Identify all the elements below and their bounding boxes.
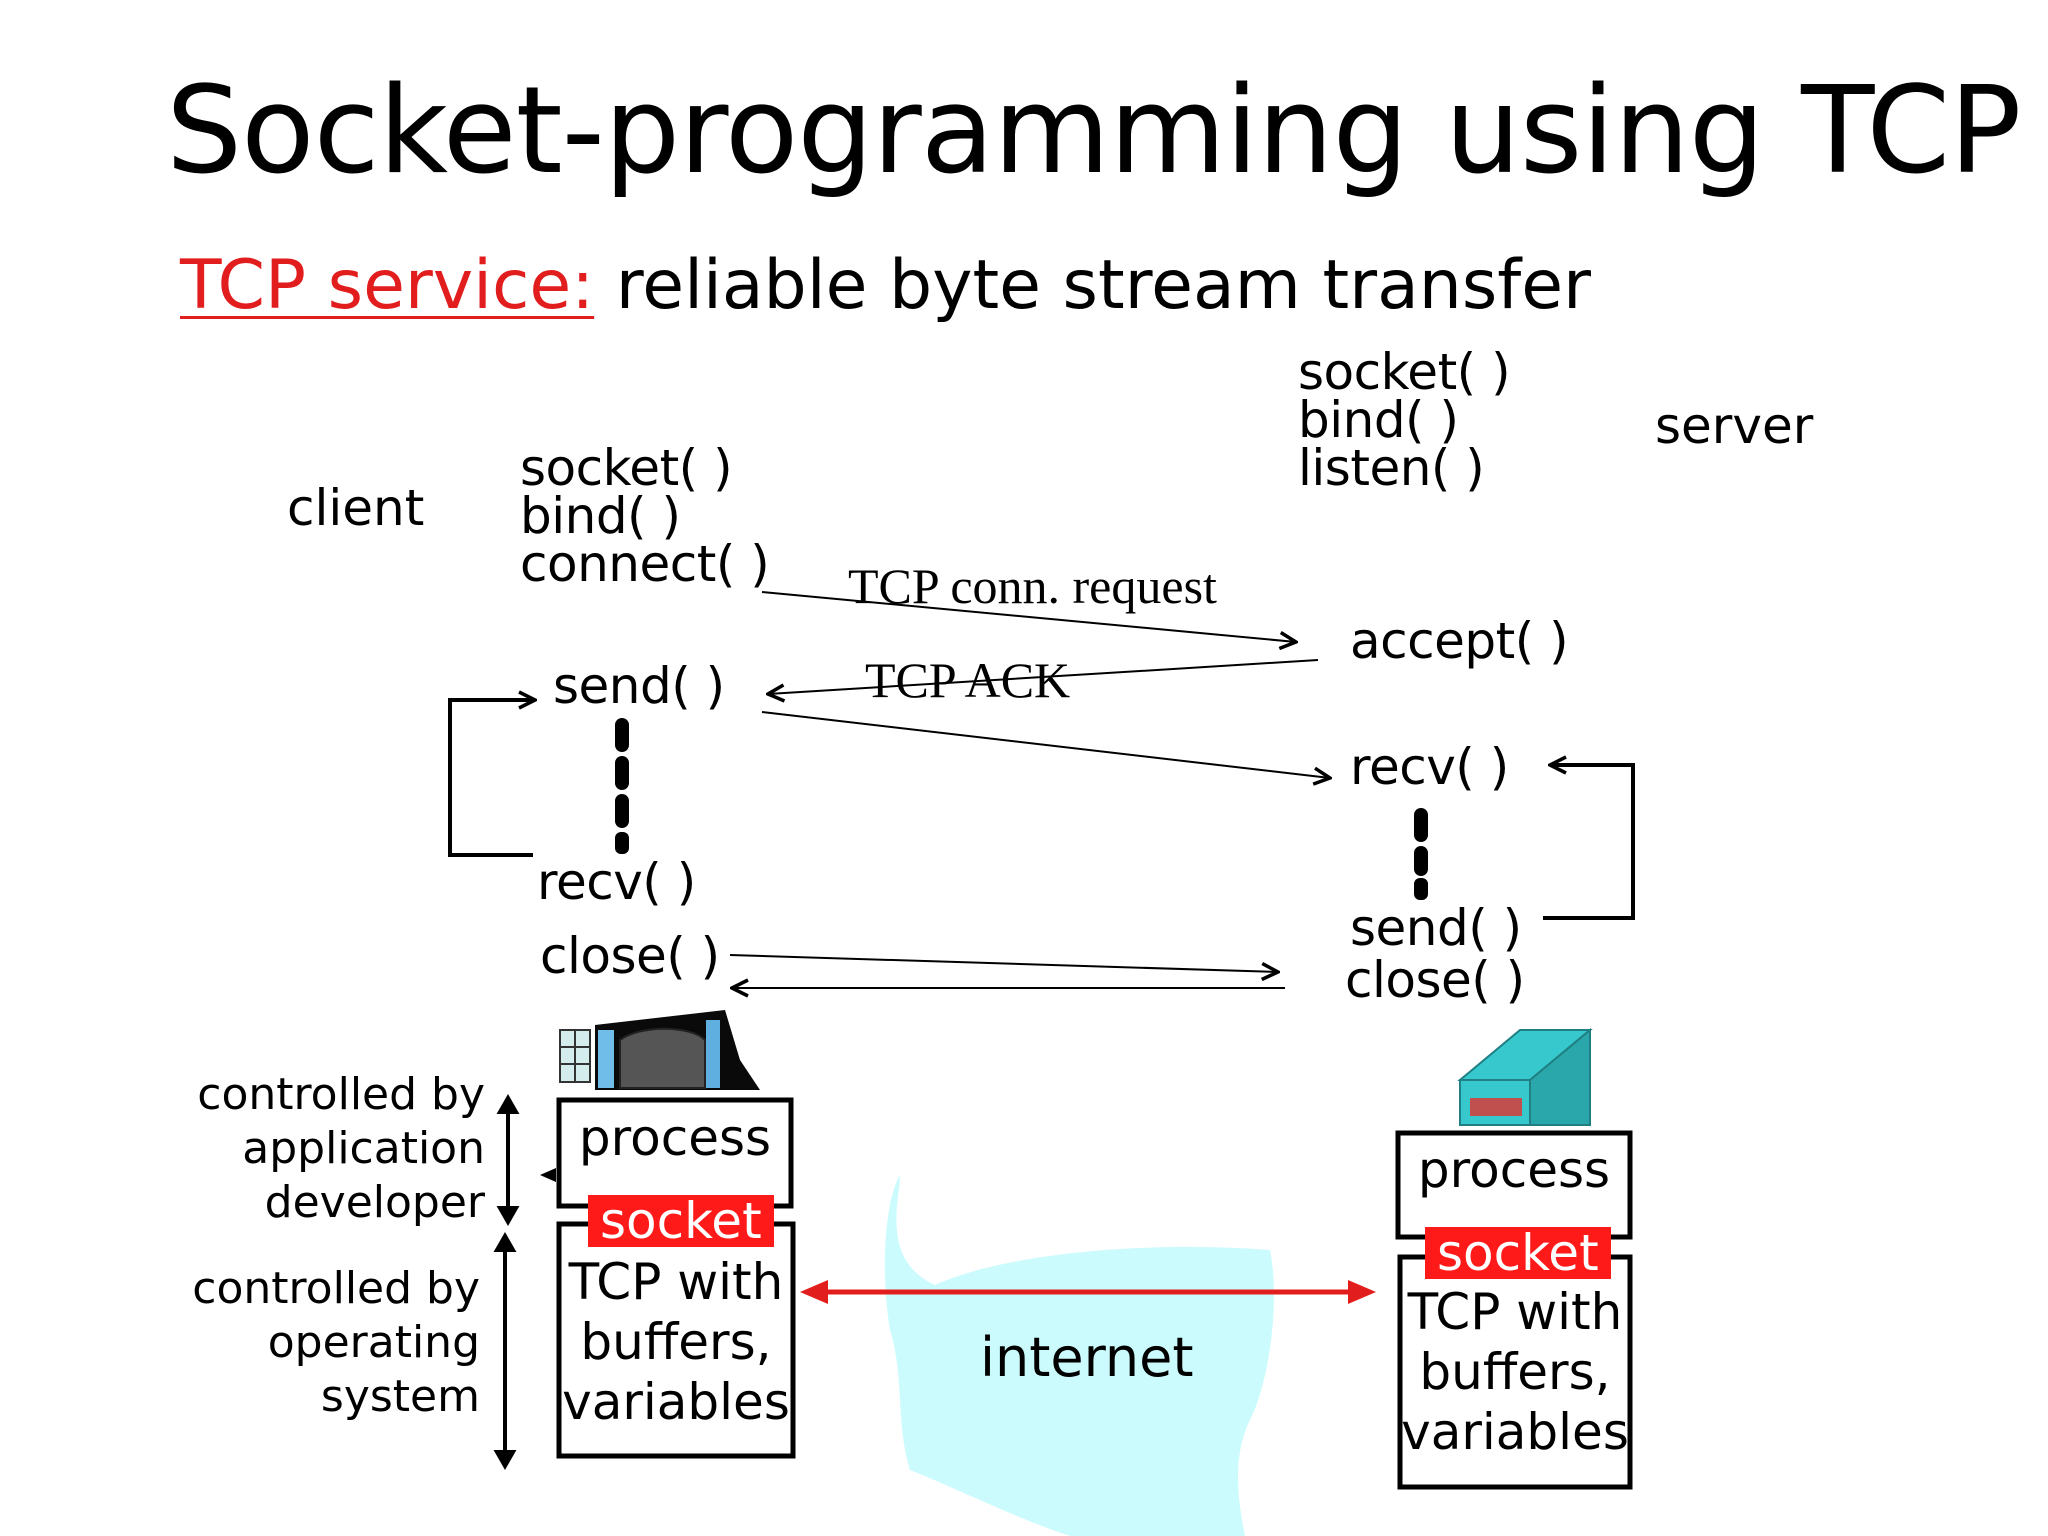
- client-connect-call: connect( ): [520, 535, 770, 593]
- client-tcp-box: [556, 1221, 796, 1459]
- internet-label: internet: [980, 1326, 1194, 1389]
- app-control-line-1: controlled by: [197, 1069, 485, 1120]
- client-tcp-line-1: TCP with: [568, 1253, 784, 1311]
- client-computer-icon: [559, 1010, 760, 1090]
- server-ellipsis-dots: [1414, 808, 1428, 900]
- server-listen-call: listen( ): [1298, 439, 1485, 497]
- client-label: client: [287, 479, 425, 537]
- server-accept-call: accept( ): [1350, 612, 1569, 670]
- server-tcp-line-2: buffers,: [1419, 1343, 1611, 1401]
- client-ellipsis-dots: [615, 718, 629, 854]
- client-process-box: [556, 1097, 794, 1209]
- ack-label: TCP ACK: [865, 652, 1071, 708]
- app-control-line-3: developer: [264, 1177, 485, 1228]
- server-tcp-label: TCP with buffers, variables: [1400, 1282, 1630, 1462]
- client-socket-call: socket( ): [520, 439, 733, 497]
- client-bind-call: bind( ): [520, 487, 681, 545]
- server-tcp-line-1: TCP with: [1407, 1283, 1623, 1341]
- internet-link-arrow: [800, 1280, 1376, 1304]
- server-close-call: close( ): [1345, 951, 1525, 1009]
- close-arrow-to-server: [729, 954, 1278, 972]
- server-socket-label: socket: [1425, 1227, 1611, 1279]
- server-process-box: [1395, 1130, 1633, 1240]
- subtitle-key: TCP service:: [180, 246, 595, 325]
- client-recv-call: recv( ): [537, 853, 696, 911]
- client-process-label: process: [578, 1109, 772, 1167]
- server-tower-icon: [1457, 1027, 1593, 1126]
- server-label: server: [1655, 397, 1814, 455]
- client-tcp-line-3: variables: [562, 1373, 790, 1431]
- os-control-line-3: system: [320, 1371, 480, 1422]
- server-loop-bracket: [1543, 765, 1635, 920]
- server-send-call: send( ): [1350, 899, 1522, 957]
- internet-cloud: [884, 1175, 1274, 1536]
- data-arrow: [761, 711, 1330, 778]
- server-tcp-box: [1397, 1254, 1633, 1490]
- app-control-line-2: application: [242, 1123, 485, 1174]
- client-socket-label: socket: [588, 1195, 774, 1247]
- server-tcp-line-3: variables: [1401, 1403, 1629, 1461]
- legend-pointer: [540, 1168, 556, 1182]
- server-bind-call: bind( ): [1298, 391, 1459, 449]
- client-loop-bracket: [448, 700, 535, 857]
- server-process-label: process: [1417, 1141, 1611, 1199]
- slide-title: Socket-programming using TCP: [166, 62, 2021, 201]
- slide-subtitle: TCP service: reliable byte stream transf…: [180, 246, 1591, 326]
- conn-request-label: TCP conn. request: [848, 558, 1217, 614]
- app-control-legend: controlled by application developer: [160, 1068, 485, 1230]
- ack-arrow: [768, 659, 1319, 694]
- os-control-line-2: operating: [267, 1317, 480, 1368]
- client-tcp-line-2: buffers,: [580, 1313, 772, 1371]
- client-tcp-label: TCP with buffers, variables: [559, 1252, 793, 1432]
- client-send-call: send( ): [553, 657, 725, 715]
- conn-request-arrow: [761, 591, 1296, 642]
- client-close-call: close( ): [540, 927, 720, 985]
- app-control-arrow: [496, 1093, 520, 1227]
- os-control-line-1: controlled by: [192, 1263, 480, 1314]
- subtitle-rest: reliable byte stream transfer: [594, 246, 1592, 325]
- server-socket-call: socket( ): [1298, 343, 1511, 401]
- os-control-legend: controlled by operating system: [160, 1262, 480, 1424]
- os-control-arrow: [493, 1231, 517, 1471]
- server-recv-call: recv( ): [1350, 738, 1509, 796]
